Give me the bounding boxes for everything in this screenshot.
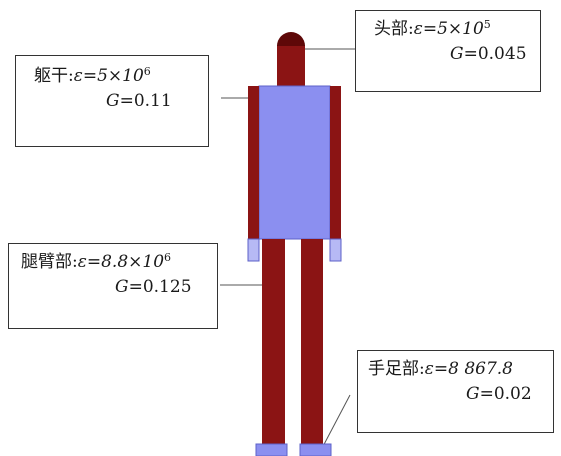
legs-arms-label-box: 腿臂部:ε=8.8×106 G=0.125	[8, 243, 218, 329]
left-hand-segment	[247, 238, 260, 262]
torso-label-name: 躯干	[34, 66, 68, 86]
torso-label-box: 躯干:ε=5×106 G=0.11	[15, 55, 209, 147]
right-arm-segment	[330, 86, 341, 239]
left-leg-segment	[262, 239, 285, 444]
torso-epsilon-value: ε=5×10	[73, 66, 144, 86]
hands-g-symbol: G	[466, 383, 480, 404]
hands-feet-label-box: 手足部:ε=8 867.8 G=0.02	[357, 350, 554, 433]
hands-epsilon-line: 手足部:ε=8 867.8	[368, 357, 545, 382]
hands-label-name: 手足部	[368, 359, 419, 379]
torso-epsilon-line: 躯干:ε=5×106	[34, 64, 198, 89]
legs-epsilon-exponent: 6	[164, 251, 172, 264]
head-g-symbol: G	[450, 43, 464, 64]
head-separator: :	[408, 19, 414, 39]
torso-g-value: =0.11	[119, 90, 172, 111]
legs-separator: :	[72, 252, 78, 272]
torso-epsilon-exponent: 6	[143, 65, 151, 78]
legs-g-value: =0.125	[128, 276, 192, 297]
hands-g-value: =0.02	[479, 383, 532, 404]
leader-line-hands	[319, 394, 351, 453]
hands-epsilon-value: ε=8 867.8	[424, 359, 513, 379]
hands-g-line: G=0.02	[368, 382, 545, 407]
torso-g-symbol: G	[106, 90, 120, 111]
left-foot-segment	[255, 443, 288, 456]
right-hand-segment	[329, 238, 342, 262]
legs-g-line: G=0.125	[21, 275, 207, 300]
right-leg-segment	[301, 239, 323, 444]
legs-g-symbol: G	[115, 276, 129, 297]
head-epsilon-value: ε=5×10	[413, 19, 484, 39]
head-epsilon-line: 头部:ε=5×105	[374, 17, 530, 42]
hands-separator: :	[419, 359, 425, 379]
head-g-line: G=0.045	[374, 42, 530, 67]
torso-separator: :	[68, 66, 74, 86]
legs-epsilon-value: ε=8.8×10	[77, 252, 165, 272]
legs-epsilon-line: 腿臂部:ε=8.8×106	[21, 250, 207, 275]
torso-g-line: G=0.11	[34, 89, 198, 114]
head-label-name: 头部	[374, 19, 408, 39]
head-g-value: =0.045	[463, 43, 527, 64]
head-epsilon-exponent: 5	[483, 18, 491, 31]
right-foot-segment	[299, 443, 332, 456]
head-top-segment	[277, 32, 305, 46]
head-label-box: 头部:ε=5×105 G=0.045	[355, 10, 541, 92]
left-arm-segment	[248, 86, 259, 239]
legs-label-name: 腿臂部	[21, 252, 72, 272]
torso-segment	[258, 85, 331, 240]
head-neck-segment	[277, 45, 305, 87]
